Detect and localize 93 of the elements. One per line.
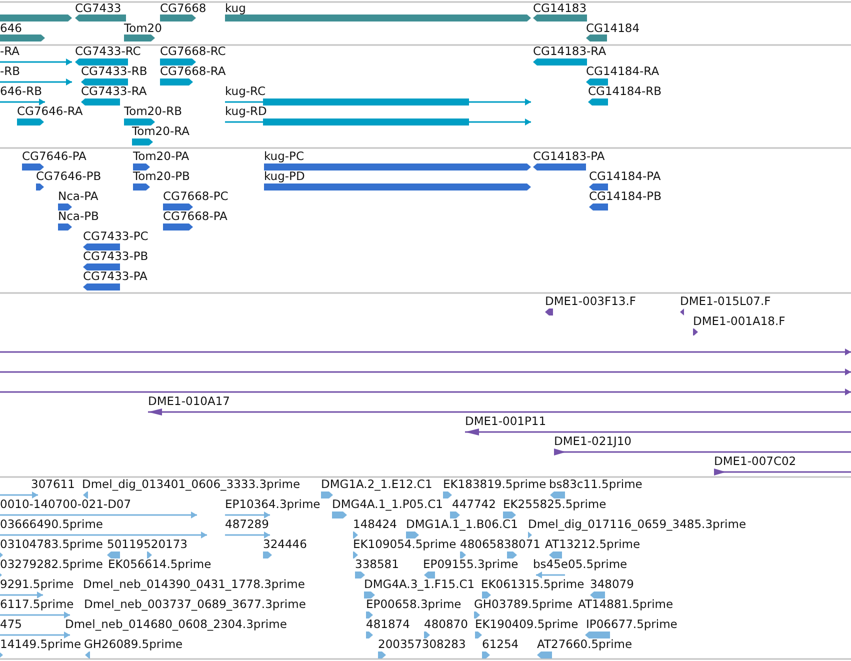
feature-label: DMG4A.3_1.F15.C1 [364, 578, 475, 591]
feature-label: 48065838071 [460, 538, 540, 551]
feature-label: -RA [0, 45, 20, 58]
feature-label: EP10364.3prime [225, 498, 320, 511]
feature-label: 480870 [424, 618, 468, 631]
feature-label: 6117.5prime [0, 598, 74, 611]
feature-label: 0010-140700-021-D07 [0, 498, 132, 511]
feature-label: CG7668 [160, 2, 206, 15]
feature-label: 307611 [31, 478, 75, 491]
feature-label: CG7433-RC [75, 45, 141, 58]
feature-label: CG7433-PA [83, 270, 148, 283]
feature-label: IP06677.5prime [586, 618, 678, 631]
feature-label: kug-PC [264, 150, 304, 163]
feature-label: 148424 [353, 518, 397, 531]
feature-label: CG14184-PB [589, 190, 662, 203]
feature-label: Tom20-PB [133, 170, 190, 183]
feature-label: CG14183-PA [533, 150, 605, 163]
feature-label: 481874 [366, 618, 410, 631]
feature-label: CG7668-RC [160, 45, 226, 58]
feature-label: DMG4A.1_1.P05.C1 [332, 498, 443, 511]
feature-label: 475 [0, 618, 22, 631]
feature-label: Dmel_neb_014390_0431_1778.3prime [83, 578, 305, 591]
feature-label: Tom20-PA [133, 150, 190, 163]
feature-label: Nca-PB [58, 210, 99, 223]
feature-label: EK183819.5prime [443, 478, 546, 491]
feature-label: 50119520173 [107, 538, 188, 551]
feature-label: 200357308283 [378, 638, 466, 651]
feature-label: Dmel_dig_017116_0659_3485.3prime [528, 518, 746, 531]
feature-label: -RB [0, 65, 20, 78]
feature-label: EK061315.5prime [481, 578, 584, 591]
feature-label: Tom20 [124, 22, 162, 35]
feature-label: DMG1A.2_1.E12.C1 [321, 478, 432, 491]
feature-label: CG14184-PA [589, 170, 661, 183]
feature-label: DME1-007C02 [714, 455, 796, 468]
feature-label: Dmel_neb_014680_0608_2304.3prime [65, 618, 287, 631]
feature-label: Dmel_dig_013401_0606_3333.3prime [82, 478, 300, 491]
feature-label: CG7668-PA [163, 210, 228, 223]
feature-label: CG7433-PC [83, 230, 148, 243]
feature-label: CG14183-RA [533, 45, 606, 58]
feature-label: CG7646-RA [17, 105, 83, 118]
feature-label: EK255825.5prime [503, 498, 606, 511]
feature-label: EP00658.3prime [366, 598, 462, 611]
feature-label: 03104783.5prime [0, 538, 104, 551]
feature-label: CG7433-PB [83, 250, 148, 263]
feature-label: 324446 [263, 538, 307, 551]
feature-label: 646-RB [0, 85, 42, 98]
feature-label: GH26089.5prime [84, 638, 183, 651]
feature-label: CG14184-RA [586, 65, 660, 78]
feature-label: CG7433-RB [81, 65, 148, 78]
feature-label: kug-RD [225, 105, 267, 118]
feature-label: EK056614.5prime [108, 558, 212, 571]
feature-label: DME1-015L07.F [680, 295, 771, 308]
feature-label: 9291.5prime [0, 578, 74, 591]
feature-label: CG7646-PA [22, 150, 86, 163]
feature-label: CG7668-PC [163, 190, 228, 203]
feature-label: DME1-021J10 [554, 435, 632, 448]
feature-label: kug-RC [225, 85, 266, 98]
feature-label: CG14183 [533, 2, 587, 15]
feature-label: CG14184 [586, 22, 640, 35]
feature-label: kug [225, 2, 246, 15]
feature-label: 487289 [225, 518, 269, 531]
feature-label: 447742 [452, 498, 496, 511]
feature-label: 03666490.5prime [0, 518, 104, 531]
feature-label: bs83c11.5prime [549, 478, 642, 491]
feature-label: DME1-001P11 [465, 415, 546, 428]
feature-label: 338581 [355, 558, 399, 571]
feature-label: 348079 [590, 578, 634, 591]
feature-label: DME1-010A17 [148, 395, 230, 408]
feature-label: 646 [0, 22, 22, 35]
feature-label: EK190409.5prime [475, 618, 578, 631]
feature-label: CG14184-RB [588, 85, 662, 98]
feature-label: DME1-003F13.F [545, 295, 636, 308]
feature-label: CG7433-RA [81, 85, 147, 98]
feature-label: kug-PD [264, 170, 305, 183]
feature-label: DME1-001A18.F [693, 315, 786, 328]
feature-label: DMG1A.1_1.B06.C1 [406, 518, 518, 531]
feature-label: AT14881.5prime [578, 598, 674, 611]
feature-label: EK109054.5prime [353, 538, 456, 551]
feature-label: EP09155.3prime [423, 558, 518, 571]
feature-label: bs45e05.5prime [533, 558, 628, 571]
feature-label: Tom20-RA [132, 125, 190, 138]
feature-label: Nca-PA [58, 190, 98, 203]
feature-label: CG7646-PB [36, 170, 102, 183]
feature-label: AT13212.5prime [545, 538, 640, 551]
feature-label: 61254 [482, 638, 519, 651]
feature-label: 03279282.5prime [0, 558, 104, 571]
feature-label: AT27660.5prime [537, 638, 632, 651]
feature-label: 14149.5prime [0, 638, 82, 651]
feature-label: CG7433 [75, 2, 122, 15]
feature-label: CG7668-RA [160, 65, 226, 78]
feature-label: Tom20-RB [124, 105, 182, 118]
feature-label: Dmel_neb_003737_0689_3677.3prime [84, 598, 306, 611]
feature-label: GH03789.5prime [474, 598, 573, 611]
